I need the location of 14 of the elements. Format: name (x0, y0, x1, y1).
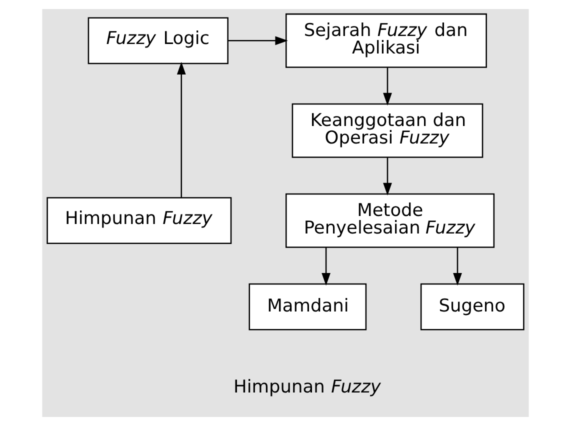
node-box: Keanggotaan dan Operasi Fuzzy (292, 102, 484, 158)
node-box: Metode Penyelesaian Fuzzy (286, 192, 495, 248)
node-box: Sugeno (420, 282, 524, 330)
arrow (176, 61, 186, 197)
node-box: Himpunan Fuzzy (46, 196, 232, 244)
arrow (322, 246, 330, 286)
label: Himpunan Fuzzy (234, 377, 381, 398)
arrow (453, 246, 462, 286)
arrow (383, 157, 392, 196)
node-box: Fuzzy Logic (88, 16, 228, 64)
arrow (383, 67, 392, 106)
node-box: Mamdani (248, 282, 367, 330)
node-box: Sejarah Fuzzy dan Aplikasi (286, 12, 487, 68)
arrow (228, 36, 288, 45)
